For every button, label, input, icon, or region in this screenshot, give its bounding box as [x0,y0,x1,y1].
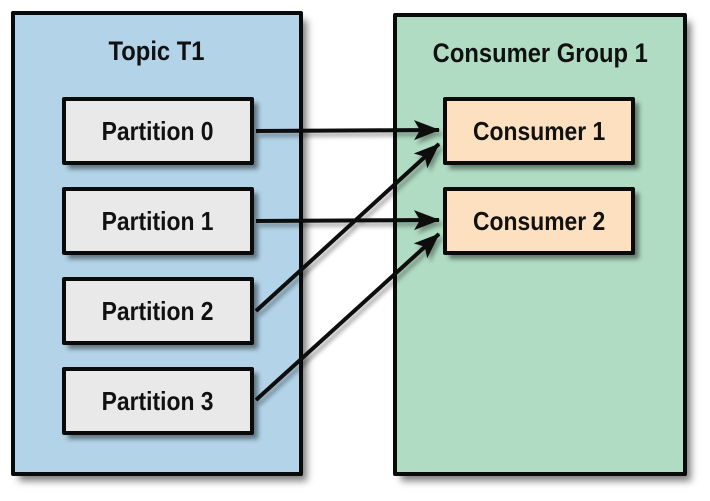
node-consumer-1: Consumer 1 [443,97,635,165]
group-consumer-group-title-text: Consumer Group 1 [432,38,648,68]
node-consumer-2: Consumer 2 [443,187,635,255]
node-partition-0-label: Partition 0 [102,116,214,146]
node-partition-0: Partition 0 [62,97,254,165]
node-consumer-1-label: Consumer 1 [472,116,606,146]
node-consumer-2-label: Consumer 2 [472,206,606,236]
node-partition-1-label: Partition 1 [102,206,214,236]
group-consumer-group-title: Consumer Group 1 [397,38,683,69]
node-partition-2: Partition 2 [62,277,254,345]
group-topic-title-text: Topic T1 [109,36,205,66]
node-partition-3-label: Partition 3 [102,386,214,416]
group-consumer-group: Consumer Group 1 Consumer 1 Consumer 2 [393,13,687,476]
node-partition-2-label: Partition 2 [102,296,214,326]
node-partition-3: Partition 3 [62,367,254,435]
group-topic-title: Topic T1 [15,36,299,67]
node-partition-1: Partition 1 [62,187,254,255]
group-topic: Topic T1 Partition 0 Partition 1 Partiti… [11,11,303,476]
